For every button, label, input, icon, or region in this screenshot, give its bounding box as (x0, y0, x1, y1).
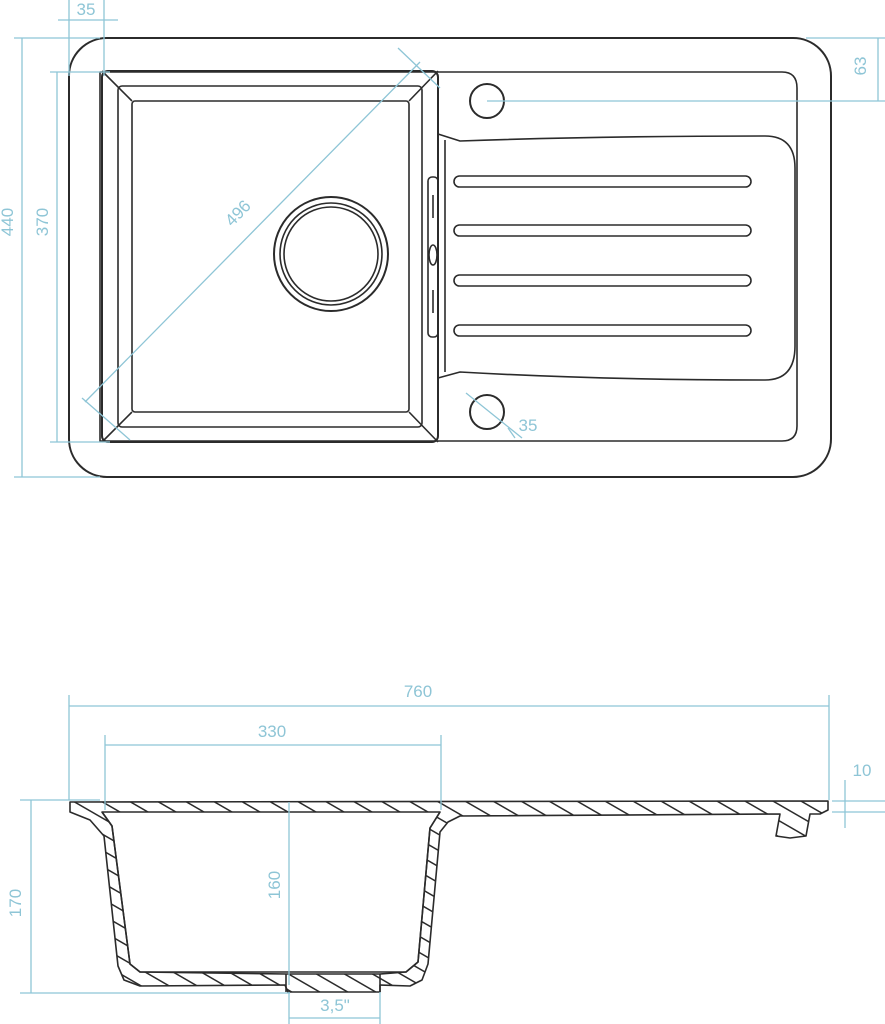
drainboard-groove (453, 324, 752, 337)
dim-overall-width: 760 (404, 682, 432, 701)
dim-hole-offset: 63 (851, 57, 870, 76)
dim-overall-depth: 440 (0, 208, 17, 236)
drain-icon (273, 196, 389, 312)
dim-bowl-width: 330 (258, 722, 286, 741)
drainboard-groove (453, 175, 752, 188)
drainboard-groove (453, 224, 752, 237)
dim-drain-size: 3,5" (320, 996, 350, 1015)
sink-section-shell (69, 800, 829, 993)
dim-rim-width: 35 (77, 0, 96, 19)
section-view: 760 330 10 170 160 3,5" (6, 682, 885, 1024)
dim-rim-thickness: 10 (853, 761, 872, 780)
overflow-slots (427, 176, 439, 338)
top-view: 35 63 440 370 496 35 (0, 0, 885, 478)
section-dimensions: 760 330 10 170 160 3,5" (6, 682, 885, 1024)
dim-bowl-diagonal: 496 (221, 196, 254, 230)
inner-rim (99, 71, 798, 442)
drainboard (437, 133, 796, 381)
dim-bowl-height: 160 (265, 871, 284, 899)
tap-hole-bottom (469, 394, 505, 430)
dim-bowl-depth: 370 (33, 208, 52, 236)
sink-outline (68, 37, 832, 478)
dim-overall-height: 170 (6, 889, 25, 917)
drainboard-groove (453, 274, 752, 287)
dim-hole-diameter: 35 (519, 416, 538, 435)
